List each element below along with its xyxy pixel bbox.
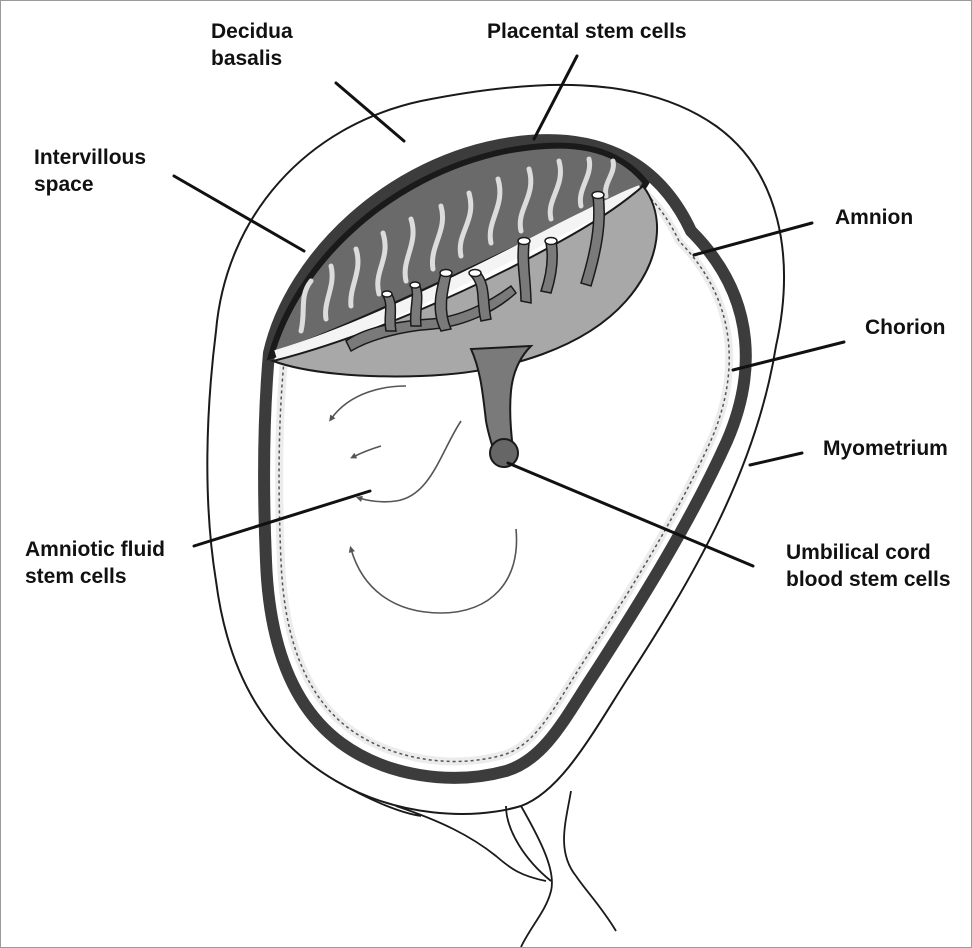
label-decidua-basalis-line1: Decidua — [211, 18, 293, 45]
label-amnion-text: Amnion — [835, 204, 913, 231]
label-intervillous-space-line2: space — [34, 171, 146, 198]
label-amniotic-fluid-stem-cells: Amniotic fluid stem cells — [25, 536, 165, 590]
label-placental-stem-cells: Placental stem cells — [487, 18, 687, 45]
label-amnion: Amnion — [835, 204, 913, 231]
label-amniotic-fluid-line2: stem cells — [25, 563, 165, 590]
label-placental-stem-cells-text: Placental stem cells — [487, 18, 687, 45]
label-intervillous-space: Intervillous space — [34, 144, 146, 198]
leader-myometrium — [750, 453, 802, 465]
label-decidua-basalis: Decidua basalis — [211, 18, 293, 72]
cord-blood-node — [490, 439, 518, 467]
label-umbilical-cord-blood-stem-cells: Umbilical cord blood stem cells — [786, 539, 951, 593]
label-umbilical-cord-line2: blood stem cells — [786, 566, 951, 593]
label-umbilical-cord-line1: Umbilical cord — [786, 539, 951, 566]
label-decidua-basalis-line2: basalis — [211, 45, 293, 72]
label-chorion-text: Chorion — [865, 314, 945, 341]
label-myometrium: Myometrium — [823, 435, 948, 462]
label-myometrium-text: Myometrium — [823, 435, 948, 462]
label-chorion: Chorion — [865, 314, 945, 341]
label-intervillous-space-line1: Intervillous — [34, 144, 146, 171]
label-amniotic-fluid-line1: Amniotic fluid — [25, 536, 165, 563]
